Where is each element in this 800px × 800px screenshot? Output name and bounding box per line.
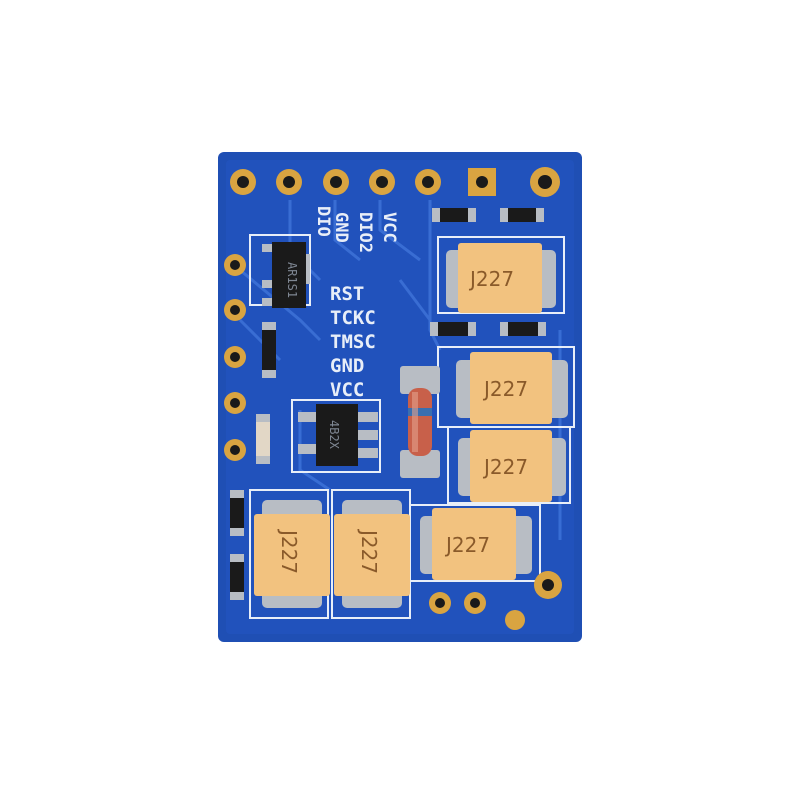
tantalum-capacitor-2: J227 bbox=[456, 352, 568, 424]
cap1-marking: J227 bbox=[468, 267, 514, 291]
regulator-ic-2: 4B2X bbox=[298, 404, 378, 466]
label-vcc-top: VCC bbox=[379, 212, 399, 243]
cap4-marking: J227 bbox=[444, 533, 490, 557]
label-gnd-top: GND bbox=[331, 212, 351, 243]
bottom-pads bbox=[429, 571, 562, 630]
regulator-ic-1: AR1S1 bbox=[262, 242, 310, 308]
label-gnd-side: GND bbox=[330, 355, 364, 377]
cap6-marking: J227 bbox=[357, 528, 381, 574]
label-dio2: DIO2 bbox=[355, 212, 375, 253]
label-tckc: TCKC bbox=[330, 307, 376, 329]
label-rst: RST bbox=[330, 283, 364, 305]
pcb-traces bbox=[238, 200, 562, 540]
ic2-marking: 4B2X bbox=[327, 420, 341, 450]
tantalum-capacitor-3: J227 bbox=[458, 430, 566, 502]
top-header-labels: DIO bbox=[313, 206, 333, 237]
side-header-labels: RST TCKC TMSC GND VCC bbox=[330, 283, 376, 401]
cap3-marking: J227 bbox=[482, 455, 528, 479]
tantalum-capacitor-1: J227 bbox=[446, 243, 556, 313]
label-vcc-side: VCC bbox=[330, 379, 364, 401]
cap2-marking: J227 bbox=[482, 377, 528, 401]
ic1-marking: AR1S1 bbox=[285, 262, 299, 298]
label-dio: DIO bbox=[313, 206, 333, 237]
tantalum-capacitor-5: J227 bbox=[254, 500, 330, 608]
top-header-pins bbox=[230, 167, 560, 197]
diode bbox=[400, 366, 440, 478]
side-header-pins bbox=[224, 254, 246, 461]
tantalum-capacitor-4: J227 bbox=[420, 508, 532, 580]
label-tmsc: TMSC bbox=[330, 331, 376, 353]
tantalum-capacitor-6: J227 bbox=[334, 500, 410, 608]
cap5-marking: J227 bbox=[277, 528, 301, 574]
small-smd-components bbox=[230, 208, 546, 600]
